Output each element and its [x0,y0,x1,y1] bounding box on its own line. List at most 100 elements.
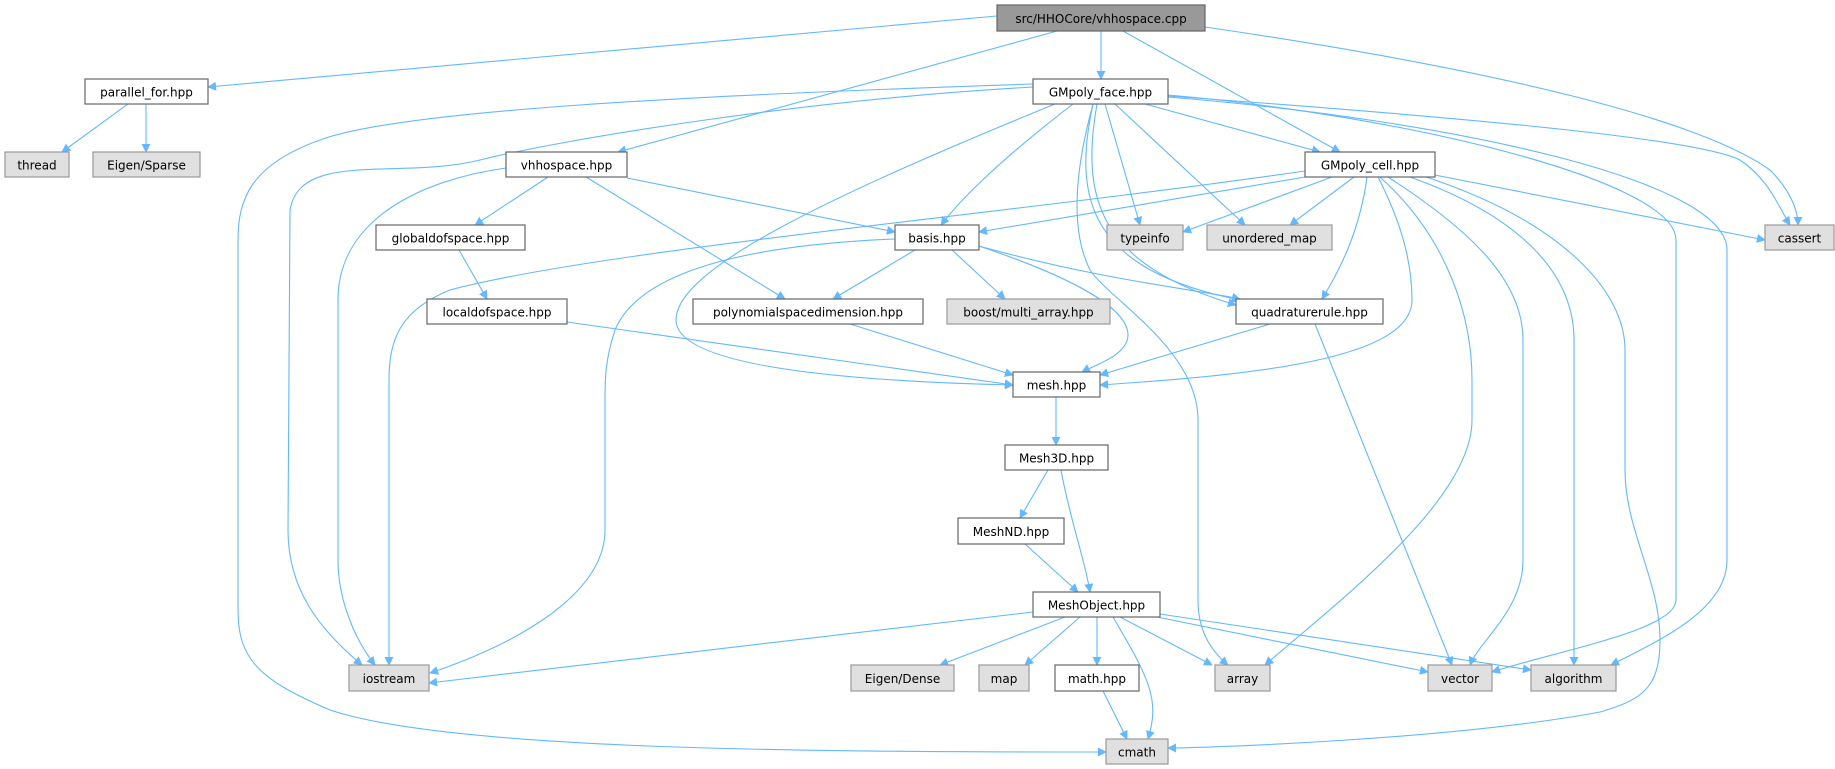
node-boost[interactable]: boost/multi_array.hpp [946,298,1111,325]
edge-cell-to-quadrature [1321,176,1368,300]
node-box [996,4,1206,32]
node-cell[interactable]: GMpoly_cell.hpp [1304,151,1436,178]
node-meshobject[interactable]: MeshObject.hpp [1032,591,1161,618]
edge-cell-to-algorithm [1409,176,1579,666]
edge-meshobject-to-eigen_dense [939,616,1066,667]
node-box [957,517,1065,545]
node-box [426,298,568,325]
node-globaldofspace[interactable]: globaldofspace.hpp [375,224,526,251]
edge-basis-to-polydim [832,249,916,300]
node-vhhospace-hpp[interactable]: vhhospace.hpp [505,151,628,178]
node-label: basis.hpp [908,232,965,246]
node-box [1304,151,1436,178]
node-quadrature[interactable]: quadraturerule.hpp [1235,298,1384,325]
node-label: Eigen/Sparse [107,159,186,173]
node-mesh3d[interactable]: Mesh3D.hpp [1004,444,1109,471]
node-box [1214,664,1271,692]
edge-math-to-cmath [1102,690,1128,740]
node-box [1032,78,1169,105]
node-label: MeshND.hpp [973,525,1049,539]
edge-polydim-to-mesh [849,323,1014,377]
edge-meshobject-to-array [1119,616,1213,666]
node-meshnd[interactable]: MeshND.hpp [957,517,1065,545]
edge-face-to-unordered_map [1114,103,1246,226]
edge-face-to-iostream [287,86,1034,666]
edge-globaldofspace-to-localdofspace [458,249,488,300]
node-box [1235,298,1384,325]
node-box [1105,738,1169,765]
node-math[interactable]: math.hpp [1054,664,1140,692]
node-label: quadraturerule.hpp [1251,306,1368,320]
node-label: Mesh3D.hpp [1019,452,1094,466]
node-box [92,151,201,178]
node-box [1032,591,1161,618]
edge-vhhospace_hpp-to-iostream [337,167,507,666]
node-label: unordered_map [1222,232,1317,246]
node-basis[interactable]: basis.hpp [894,224,980,251]
node-algorithm[interactable]: algorithm [1530,664,1617,692]
node-label: cassert [1778,232,1822,246]
node-box [375,224,526,251]
edge-quadrature-to-mesh [1099,323,1271,377]
node-label: typeinfo [1120,232,1169,246]
node-box [692,298,924,325]
node-label: thread [17,159,56,173]
node-box [505,151,628,178]
edge-vhhospace_hpp-to-polydim [585,176,786,300]
node-label: math.hpp [1068,672,1126,686]
node-cmath[interactable]: cmath [1105,738,1169,765]
node-label: GMpoly_cell.hpp [1321,159,1419,173]
edge-meshobject-to-iostream [428,611,1034,687]
node-map[interactable]: map [978,664,1030,692]
node-polydim[interactable]: polynomialspacedimension.hpp [692,298,924,325]
edge-parallel_for-to-thread [61,103,129,153]
edge-face-to-vector [1167,94,1677,674]
edge-cpp-to-parallel_for [207,15,998,91]
node-box [850,664,955,692]
edges-layer [61,15,1803,757]
edge-cell-to-basis [978,176,1306,236]
edge-cell-to-mesh [1099,176,1413,389]
edge-face-to-array [1076,103,1229,666]
node-vector[interactable]: vector [1427,664,1493,692]
node-box [1054,664,1140,692]
node-label: array [1227,672,1258,686]
edge-face-to-basis [940,103,1074,226]
edge-face-to-cell [1144,103,1321,155]
node-cpp[interactable]: src/HHOCore/vhhospace.cpp [996,4,1206,32]
node-eigen-dense[interactable]: Eigen/Dense [850,664,955,692]
edge-cell-to-typeinfo [1182,176,1333,234]
node-thread[interactable]: thread [4,151,70,178]
node-label: mesh.hpp [1027,379,1087,393]
node-box [1206,224,1333,251]
node-label: globaldofspace.hpp [392,232,510,246]
node-box [978,664,1030,692]
node-box [1764,224,1835,251]
edge-cpp-to-cell [1122,30,1341,153]
node-label: parallel_for.hpp [100,86,193,100]
node-cassert[interactable]: cassert [1764,224,1835,251]
node-face[interactable]: GMpoly_face.hpp [1032,78,1169,105]
node-array[interactable]: array [1214,664,1271,692]
node-box [1106,224,1184,251]
node-typeinfo[interactable]: typeinfo [1106,224,1184,251]
node-mesh[interactable]: mesh.hpp [1012,371,1101,398]
edge-face-to-mesh [675,103,1056,390]
node-label: map [991,672,1018,686]
edge-basis-to-mesh [978,245,1129,373]
node-parallel-for[interactable]: parallel_for.hpp [84,78,209,105]
node-label: vhhospace.hpp [521,159,613,173]
node-iostream[interactable]: iostream [348,664,430,692]
node-box [348,664,430,692]
edge-meshobject-to-map [1024,616,1081,666]
edge-cell-to-array [1264,176,1473,666]
edge-meshobject-to-vector [1156,616,1429,675]
edge-vhhospace_hpp-to-basis [626,177,896,235]
node-eigen-sparse[interactable]: Eigen/Sparse [92,151,201,178]
node-localdofspace[interactable]: localdofspace.hpp [426,298,568,325]
node-label: localdofspace.hpp [442,306,551,320]
edge-basis-to-boost [951,249,1006,300]
node-label: iostream [363,672,416,686]
node-unordered-map[interactable]: unordered_map [1206,224,1333,251]
